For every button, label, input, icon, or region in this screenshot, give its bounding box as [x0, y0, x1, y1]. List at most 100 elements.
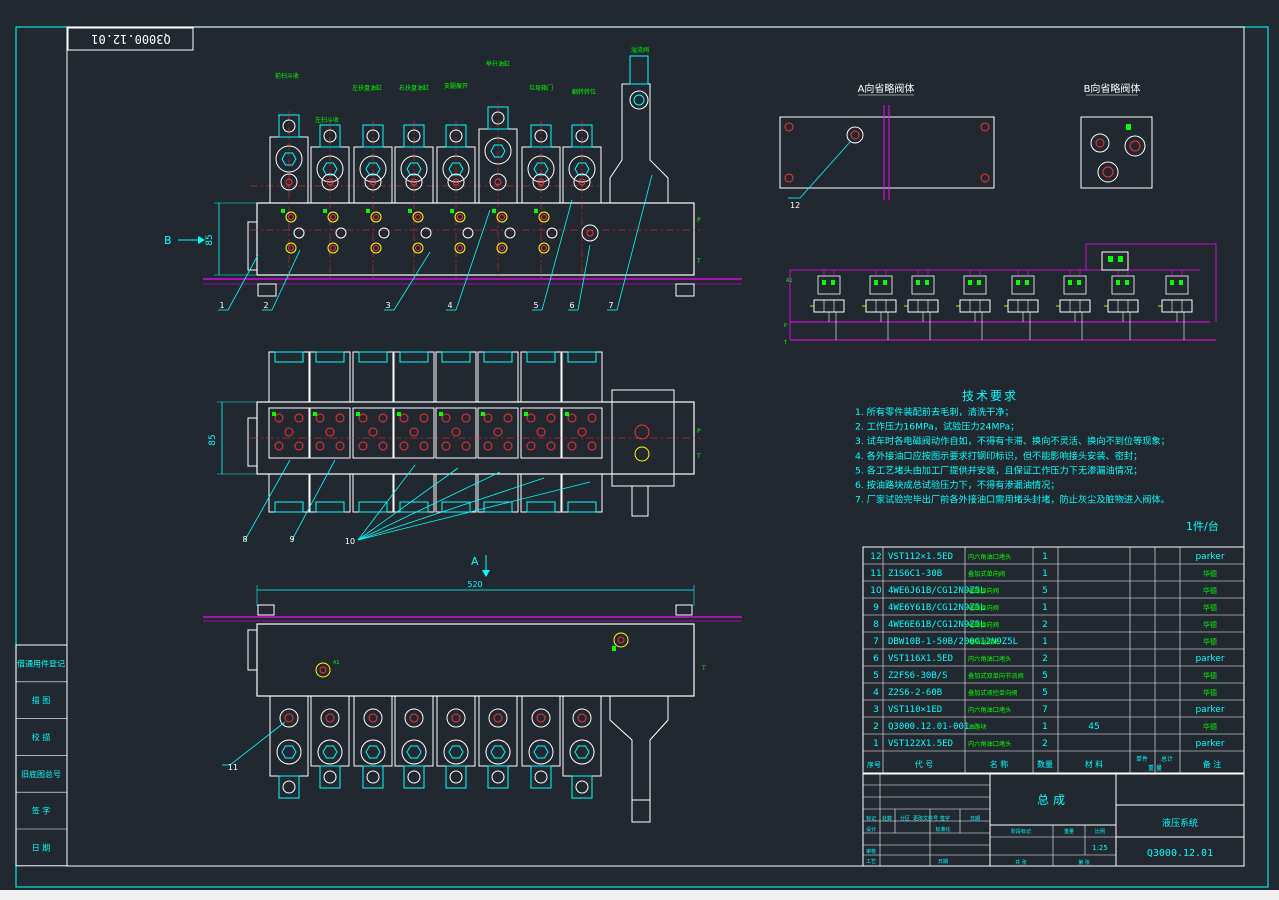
- title-block: 总成 液压系统 Q3000.12.01 标记 处数 分区 更改文件号 签字 日期…: [862, 772, 1245, 867]
- front-callout-number: 6: [569, 301, 574, 310]
- top-valve-cap-a: [567, 351, 597, 363]
- valve-function-label: 支腿展开: [444, 82, 468, 90]
- title-block-outer: [862, 772, 1245, 867]
- top-valve-port: [526, 413, 536, 423]
- front-port-lower-in: [541, 245, 547, 251]
- front-callout-leader: [393, 251, 431, 311]
- bom-cell-no: 11: [870, 569, 881, 579]
- top-valve-port: [315, 413, 325, 423]
- bom-cell-name: 内六角油口堵头: [968, 655, 1011, 663]
- front-foot-left: [257, 283, 277, 297]
- top-valve-port: [274, 413, 284, 423]
- tb-sheet: 第 张: [1078, 859, 1090, 866]
- bom-cell-code: VST122X1.5ED: [888, 739, 953, 749]
- bottom-valve-body: [310, 695, 350, 767]
- schematic-port-mark: [1170, 280, 1174, 285]
- front-port-upper-in: [330, 214, 336, 220]
- tb-sign: 签字: [940, 815, 950, 822]
- top-valve-cap-b: [399, 501, 429, 513]
- front-port-upper: [454, 211, 466, 223]
- relief-valve-knob-inner: [633, 94, 645, 106]
- schematic-check-valve: [869, 275, 893, 295]
- bottom-valve-solenoid-knob: [491, 770, 505, 784]
- valve-function-label: 左扫斗收: [315, 116, 339, 124]
- front-valve-coil-hex: [281, 152, 297, 166]
- front-port-lower: [285, 242, 297, 254]
- schematic-check-valve: [817, 275, 841, 295]
- schematic-port-mark: [874, 280, 878, 285]
- front-valve-lower-port: [280, 173, 298, 191]
- top-valve-cap-a: [274, 351, 304, 363]
- bom-cell-note: 华德: [1203, 688, 1217, 697]
- bom-header-total-weight: 总计: [1161, 755, 1173, 763]
- front-port-big-in: [586, 229, 594, 237]
- bom-cell-name: 电磁换向阀: [968, 587, 999, 595]
- top-callout-10-leader: [357, 467, 459, 541]
- a-view-label: A向省略阀体: [858, 82, 915, 95]
- tb-count: 处数: [882, 815, 892, 822]
- front-valve-coil-hex: [490, 144, 506, 158]
- front-port-upper: [496, 211, 508, 223]
- front-port-lower: [412, 242, 424, 254]
- front-callout-leader: [455, 209, 491, 311]
- schematic-port-mark: [1116, 280, 1120, 285]
- tb-sheets: 共 张: [1015, 859, 1027, 866]
- bom-cell-qty: 2: [1042, 620, 1048, 630]
- top-valve-cap-b: [483, 501, 513, 513]
- bom-cell-code: Z1S6C1-30B: [888, 569, 942, 579]
- schematic-relief-unit: [1101, 251, 1129, 271]
- title-text: 总成: [1037, 793, 1069, 807]
- top-valve-port: [526, 441, 536, 451]
- bottom-valve-port: [404, 708, 424, 728]
- bom-outer: [862, 546, 1245, 775]
- drawing-number-text: Q3000.12.01: [1147, 848, 1213, 859]
- bom-cell-qty: 5: [1042, 671, 1048, 681]
- bom-cell-note: 华德: [1203, 722, 1217, 731]
- top-valve-port: [451, 427, 461, 437]
- front-port-lower-in: [457, 245, 463, 251]
- drawing-number-mirrored: Q3000.12.01: [91, 32, 170, 46]
- schematic-upper-line: [1086, 243, 1217, 322]
- top-valve-body: [309, 407, 351, 459]
- bottom-relief-valve: [609, 695, 669, 801]
- top-valve-port: [419, 441, 429, 451]
- valve-function-label: 垃圾箱门: [529, 84, 553, 92]
- top-valve-port: [577, 427, 587, 437]
- bottom-valve-port: [446, 708, 466, 728]
- bottom-valve-body: [521, 695, 561, 767]
- front-callout-leader: [271, 249, 301, 311]
- front-port-mark: [450, 209, 454, 213]
- bottom-valve-coil: [528, 739, 554, 765]
- top-port-p: P: [697, 428, 701, 435]
- tech-requirements-heading: 技术要求: [962, 389, 1018, 403]
- front-callout-leader: [227, 254, 259, 311]
- bom-cell-name: 电磁溢流阀: [968, 638, 999, 646]
- bom-cell-no: 2: [873, 722, 879, 732]
- top-valve-port: [335, 441, 345, 451]
- bottom-valve-port-in: [325, 713, 335, 723]
- bottom-valve-solenoid: [319, 765, 341, 789]
- bottom-valve-coil-hex: [322, 745, 338, 759]
- b-view-label: B向省略阀体: [1084, 82, 1141, 95]
- bom-header-no: 序号: [867, 760, 881, 769]
- bom-cell-no: 3: [873, 705, 879, 715]
- top-valve-cap-a: [358, 351, 388, 363]
- front-port-lower-in: [499, 245, 505, 251]
- bottom-valve-coil-hex: [281, 745, 297, 759]
- tb-review: 审核: [866, 848, 876, 855]
- bottom-valve-solenoid-knob: [407, 770, 421, 784]
- top-port-t: T: [696, 453, 701, 460]
- schematic-valve-units: [810, 270, 1193, 340]
- top-valve-port: [567, 413, 577, 423]
- top-valve-mark: [356, 412, 360, 416]
- tech-requirement-item: 2. 工作压力16MPa，试验压力24MPa；: [855, 421, 1019, 433]
- bom-cell-note: parker: [1195, 552, 1224, 562]
- bottom-valve-port: [363, 708, 383, 728]
- top-valve-cap-b: [567, 501, 597, 513]
- tb-weight: 重量: [1064, 828, 1074, 835]
- top-valve-port: [503, 441, 513, 451]
- front-port-lower: [454, 242, 466, 254]
